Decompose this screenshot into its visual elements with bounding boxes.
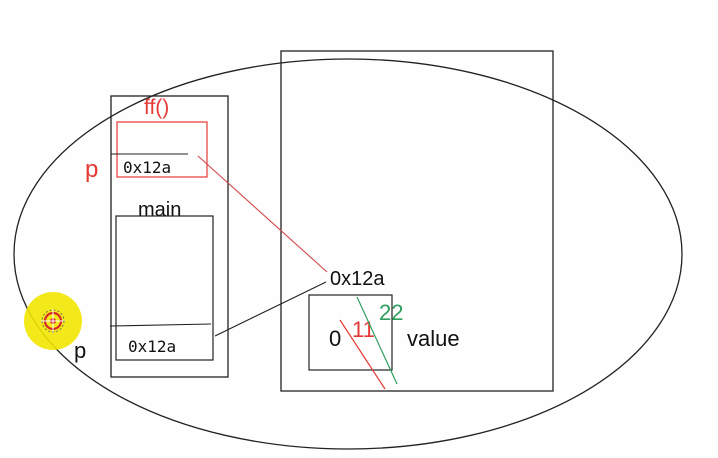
ff-p-value: 0x12a xyxy=(123,158,171,177)
ff-frame-box xyxy=(116,121,208,178)
value-old: 0 xyxy=(329,326,341,351)
main-frame-label: main xyxy=(138,199,181,221)
memory-ellipse xyxy=(13,58,683,450)
value-box xyxy=(308,294,393,371)
main-frame-box xyxy=(115,215,214,361)
main-p-value: 0x12a xyxy=(128,337,176,356)
pointer-ff-p-to-heap xyxy=(197,155,328,273)
cursor-highlight xyxy=(24,292,82,350)
value-label: value xyxy=(407,326,460,351)
heap-region xyxy=(280,50,554,392)
stack-column xyxy=(110,95,229,378)
main-p-divider xyxy=(109,323,212,327)
ff-p-label: p xyxy=(85,156,98,183)
pointer-main-p-to-heap xyxy=(214,281,327,337)
strike-green xyxy=(356,296,398,385)
main-p-label: p xyxy=(74,338,86,363)
heap-address-label: 0x12a xyxy=(330,268,385,290)
ff-frame-label: ff() xyxy=(144,96,169,119)
strike-red xyxy=(339,319,386,390)
value-new: 22 xyxy=(379,300,403,325)
